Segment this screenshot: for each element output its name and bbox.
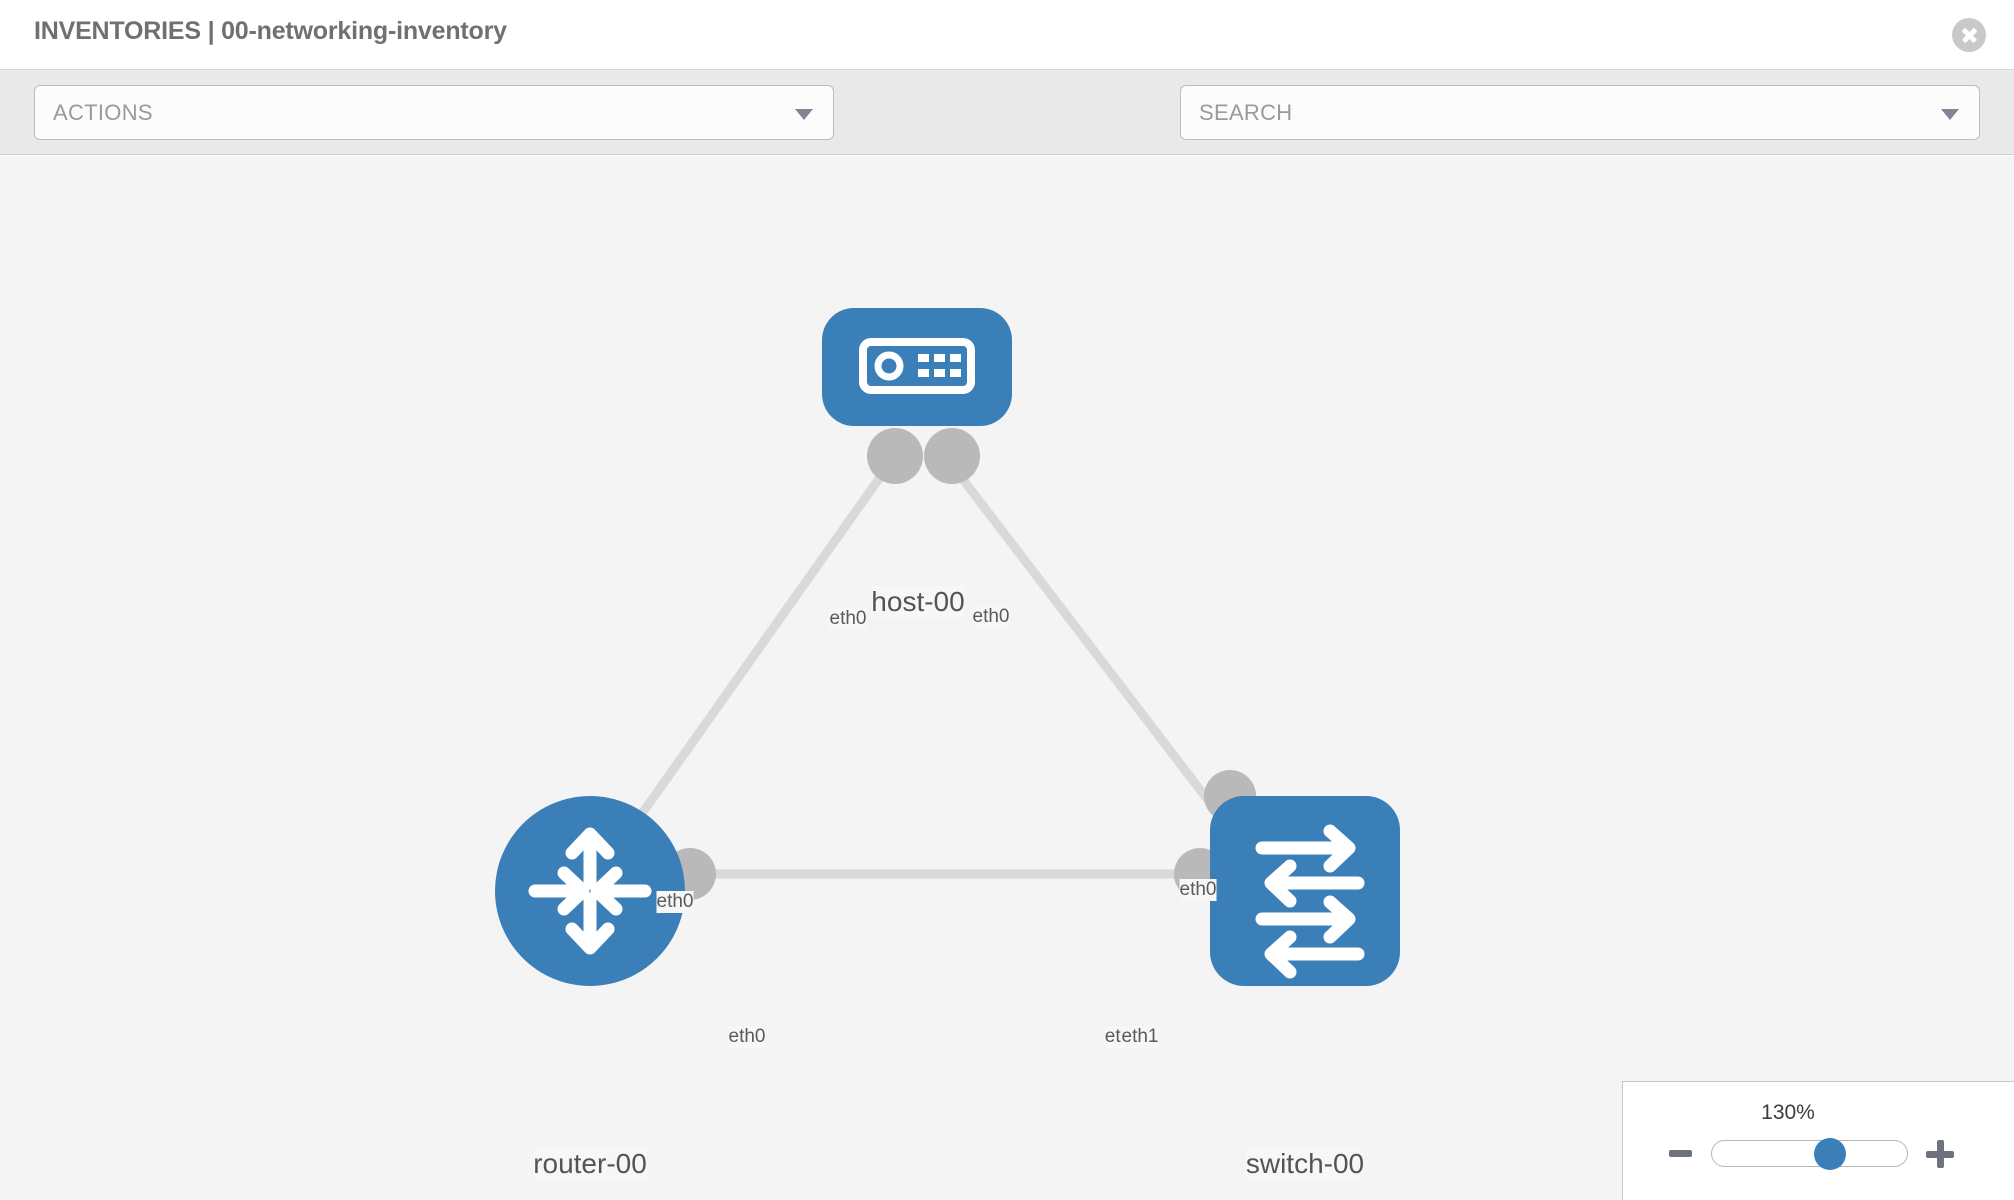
search-input[interactable]: SEARCH bbox=[1180, 85, 1980, 140]
search-placeholder: SEARCH bbox=[1199, 99, 1293, 125]
toolbar: ACTIONS SEARCH bbox=[0, 70, 2014, 197]
zoom-in-button[interactable] bbox=[1926, 1140, 1954, 1168]
router-icon bbox=[528, 827, 652, 955]
close-icon[interactable] bbox=[1952, 18, 1986, 52]
header-bar: INVENTORIES | 00-networking-inventory bbox=[0, 0, 2014, 70]
node-host-00[interactable] bbox=[822, 308, 1012, 426]
page-title: INVENTORIES | 00-networking-inventory bbox=[34, 17, 507, 45]
node-router-00[interactable] bbox=[495, 796, 685, 986]
actions-dropdown[interactable]: ACTIONS bbox=[34, 85, 834, 140]
zoom-slider[interactable] bbox=[1711, 1137, 1908, 1170]
port-label-host-left: eth0 bbox=[829, 608, 867, 630]
port-label-switch-north: eth0 bbox=[1179, 879, 1217, 901]
node-switch-00[interactable] bbox=[1210, 796, 1400, 986]
port-host-right bbox=[924, 428, 980, 484]
topology-canvas[interactable]: host-00 router-00 switch-00 eth0 eth0 et… bbox=[0, 156, 2014, 1200]
server-icon bbox=[859, 338, 975, 394]
link-host-switch bbox=[941, 453, 1247, 849]
port-label-switch-west-b: eth1 bbox=[1121, 1026, 1159, 1048]
link-host-router bbox=[608, 453, 899, 859]
port-label-host-right: eth0 bbox=[972, 606, 1010, 628]
actions-dropdown-label: ACTIONS bbox=[53, 99, 153, 125]
chevron-down-icon bbox=[795, 108, 813, 120]
port-label-router-east: eth0 bbox=[728, 1026, 766, 1048]
zoom-level-label: 130% bbox=[1761, 1101, 1815, 1124]
zoom-out-button[interactable] bbox=[1669, 1150, 1692, 1157]
zoom-slider-thumb[interactable] bbox=[1814, 1137, 1847, 1170]
node-label-host-00: host-00 bbox=[871, 586, 965, 618]
port-label-router-north: eth0 bbox=[656, 891, 694, 913]
switch-icon bbox=[1255, 824, 1365, 979]
topology-graph[interactable] bbox=[0, 156, 2014, 1200]
zoom-control-panel: 130% bbox=[1622, 1081, 2014, 1200]
node-label-router-00: router-00 bbox=[533, 1148, 647, 1180]
node-label-switch-00: switch-00 bbox=[1245, 1148, 1365, 1180]
port-host-left bbox=[867, 428, 923, 484]
topology-links bbox=[608, 453, 1247, 879]
chevron-down-icon bbox=[1941, 108, 1959, 120]
